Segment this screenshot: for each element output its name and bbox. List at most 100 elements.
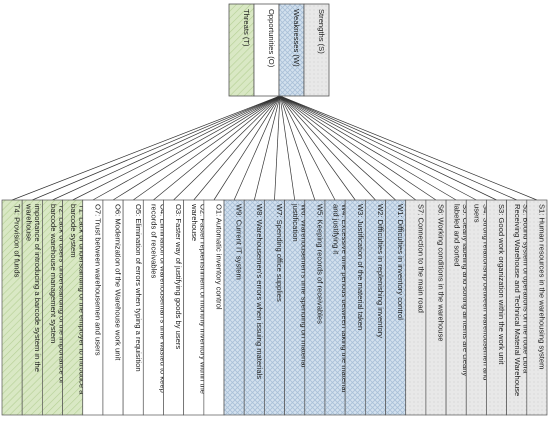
item-text-t2-line1: T2: Lack of users' understanding of the … — [57, 204, 66, 384]
header-threats: Threats (T) — [228, 3, 255, 97]
item-text-w4-line2: and justifying it — [331, 204, 340, 255]
connector-o2 — [193, 95, 281, 201]
connector-t3 — [32, 95, 281, 201]
item-text-s7-line1: S7: Connection to the main road — [416, 204, 425, 313]
item-w9: W9: Current IT system — [223, 199, 245, 416]
connector-t2 — [52, 95, 281, 201]
item-o1: O1: Automatic inventory control — [203, 199, 225, 416]
item-text-s5-line2: labeled and sorted — [452, 204, 461, 267]
item-text-s4-line2: users — [473, 204, 482, 223]
connector-w2 — [279, 95, 376, 201]
item-w8: W8: Warehousemen's errors when issuing m… — [243, 199, 265, 416]
connector-s6 — [279, 95, 437, 201]
connector-s7 — [279, 95, 417, 201]
item-t4: T4: Provision of funds — [1, 199, 23, 416]
item-text-o5-line1: O5: Elimination of errors when typing a … — [134, 204, 143, 372]
item-text-o2-line1: O2: Faster replenishment of monthly inve… — [199, 204, 208, 394]
header-weaknesses: Weaknesses (W) — [278, 3, 305, 97]
connector-s4 — [279, 95, 477, 201]
connector-s5 — [279, 95, 457, 201]
item-w4: W4: Excessive time periods between takin… — [324, 199, 349, 416]
item-text-o4-line2: records of receivables — [150, 204, 159, 278]
item-text-w1-line1: W1: Difficulties in inventory control — [396, 204, 405, 320]
connector-w9 — [233, 95, 281, 201]
connector-o4 — [153, 95, 281, 201]
item-o6: O6: Modernization of the Warehouse work … — [102, 199, 124, 416]
item-text-s6-line1: S6: Working conditions in the warehouse — [437, 204, 446, 341]
connector-s3 — [279, 95, 497, 201]
item-text-w8-line1: W8: Warehousemen's errors when issuing m… — [255, 204, 264, 379]
swot-header: Threats (T) Opportunities (O) Weaknesses (… — [228, 3, 330, 97]
item-text-w4-line1: W4: Excessive time periods between takin… — [340, 204, 349, 393]
connector-o1 — [213, 95, 281, 201]
header-label-opportunities: Opportunities (O) — [267, 9, 276, 68]
header-opportunities: Opportunities (O) — [253, 3, 280, 97]
item-text-o3-line1: O3: Faster way of justifying goods by us… — [174, 204, 183, 349]
item-w7: W7: Spending office supplies — [264, 199, 285, 416]
item-text-t1-line1: T1: Lack of understanding of the employe… — [78, 204, 87, 395]
item-text-w6-line1: W6: Warehousemen's time spending on mate… — [300, 204, 309, 368]
item-o4: O4: Elimination of warehouseman's time w… — [142, 199, 167, 416]
item-s1: S1: Human resources in the warehousing s… — [526, 199, 548, 416]
header-label-strengths: Strengths (S) — [317, 9, 326, 54]
item-text-t2-line2: barcode warehouse management system — [49, 204, 58, 343]
connector-w6 — [279, 95, 296, 201]
header-label-threats: Threats (T) — [242, 9, 251, 47]
connector-lines — [11, 95, 538, 201]
item-text-w7-line1: W7: Spending office supplies — [275, 204, 284, 302]
item-text-w9-line1: W9: Current IT system — [235, 204, 244, 280]
item-text-o4-line1: O4: Elimination of warehouseman's time w… — [158, 204, 167, 393]
item-text-t3-line3: warehouse — [24, 203, 33, 241]
connector-w4 — [279, 95, 336, 201]
item-text-o2-line2: warehouse — [190, 203, 199, 241]
item-text-t1-line2: barcode system — [69, 204, 78, 258]
item-w3: W3: Justification of the material taken — [344, 199, 366, 416]
item-s2: S2: Bound system of operations on the ro… — [506, 199, 531, 416]
item-text-s5-line1: S5: Clearly labeling and sorting all ite… — [461, 204, 470, 376]
item-text-w3-line1: W3: Justification of the material taken — [356, 204, 365, 330]
item-w5: W5: Keeping records of receivables — [304, 199, 326, 416]
item-o3: O3: Faster way of justifying goods by us… — [163, 199, 185, 416]
item-text-w6-line2: justification — [291, 203, 300, 242]
item-s5: S5: Clearly labeling and sorting all ite… — [445, 199, 470, 416]
item-text-s2-line1: S2: Bound system of operations on the ro… — [522, 204, 531, 374]
item-s7: S7: Connection to the main road — [405, 199, 427, 416]
item-text-o7-line1: O7: Trust between warehousemen and users — [93, 204, 102, 356]
item-text-t4-line1: T4: Provision of funds — [13, 204, 22, 278]
item-text-o6-line1: O6: Modernization of the Warehouse work … — [114, 204, 123, 361]
connector-w3 — [279, 95, 356, 201]
item-text-w2-line1: W2: Difficulties in replenishing invento… — [376, 204, 385, 338]
item-box-s1 — [526, 199, 548, 416]
header-box-threats — [228, 3, 255, 97]
item-text-s3-line1: S3: Good work organization within the wo… — [497, 204, 506, 365]
connector-w7 — [274, 95, 281, 201]
item-text-s4-line1: S4: Strong relationship between warehous… — [481, 204, 490, 380]
item-w1: W1: Difficulties in inventory control — [385, 199, 407, 416]
header-box-strengths — [303, 3, 330, 97]
connector-t1 — [72, 95, 281, 201]
header-box-opportunities — [253, 3, 280, 97]
connector-s1 — [279, 95, 538, 201]
connector-w5 — [279, 95, 316, 201]
connector-w8 — [253, 95, 281, 201]
connector-o6 — [112, 95, 281, 201]
item-s3: S3: Good work organization within the wo… — [486, 199, 507, 416]
item-o5: O5: Elimination of errors when typing a … — [122, 199, 144, 416]
item-s6: S6: Working conditions in the warehouse — [425, 199, 447, 416]
connector-o5 — [133, 95, 281, 201]
item-text-t3-line2: importance of introducing a barcode syst… — [33, 204, 42, 372]
header-label-weaknesses: Weaknesses (W) — [292, 9, 301, 67]
connector-w1 — [279, 95, 396, 201]
header-box-weaknesses — [278, 3, 305, 97]
item-text-s1-line1: S1: Human resources in the warehousing s… — [538, 204, 547, 369]
connector-o3 — [173, 95, 281, 201]
swot-items: T4: Provision of fundsT3: Lack of wareho… — [1, 199, 548, 416]
connector-t4 — [11, 95, 281, 201]
connector-s2 — [279, 95, 517, 201]
item-text-w5-line1: W5: Keeping records of receivables — [315, 204, 324, 324]
item-text-o1-line1: O1: Automatic inventory control — [215, 204, 224, 310]
item-o7: O7: Trust between warehousemen and users — [82, 199, 104, 416]
header-strengths: Strengths (S) — [303, 3, 330, 97]
